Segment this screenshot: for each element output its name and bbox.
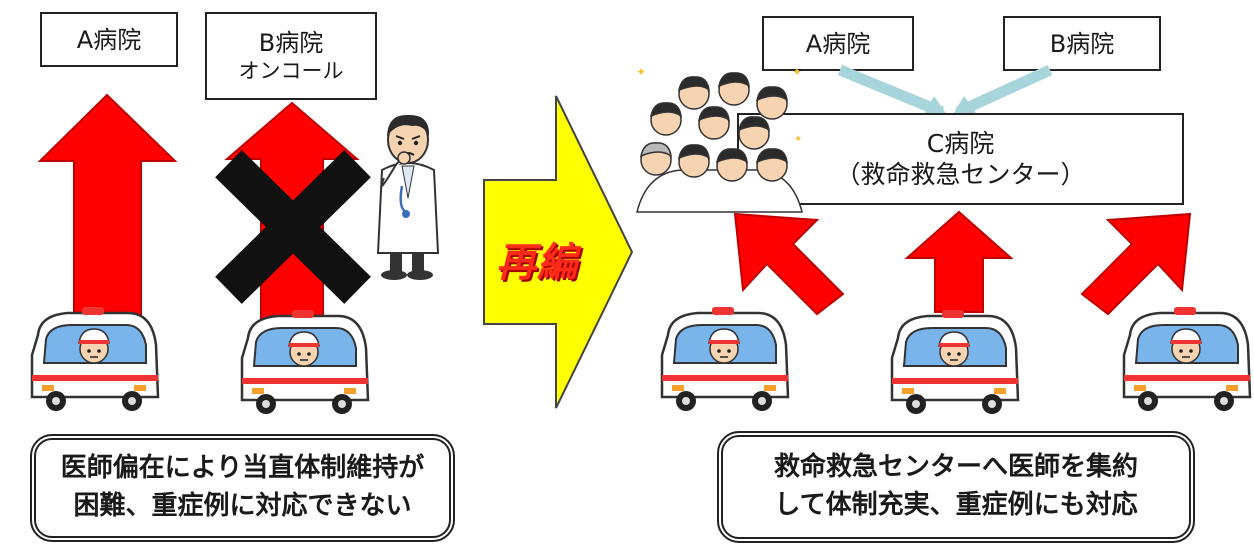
up-arrow-left-to-c	[733, 212, 845, 316]
hospital-a-box: A病院	[40, 12, 178, 67]
hospital-a-label: A病院	[76, 25, 142, 54]
before-note-line1: 医師偏在により当直体制維持が	[60, 453, 425, 484]
up-arrow-to-hospital-a	[37, 93, 178, 321]
ambulance-icon	[1122, 307, 1252, 411]
after-hospital-b-box: B病院	[1003, 16, 1161, 71]
reorganization-arrow	[483, 95, 634, 409]
after-hospital-a-box: A病院	[762, 16, 914, 71]
medical-staff-group-icon: ✦ ✦ ✦	[636, 65, 803, 213]
reorganization-label: 再編	[496, 240, 578, 286]
merge-arrows	[837, 64, 1053, 118]
ambulance-icon	[240, 310, 370, 414]
hospital-b-label: B病院	[258, 28, 324, 57]
hospital-c-sub-label: （救命救急センター）	[835, 160, 1086, 189]
ambulance-icon	[30, 307, 160, 411]
before-note-line2: 困難、重症例に対応できない	[73, 491, 412, 521]
up-arrow-center-to-c	[904, 210, 1014, 313]
after-hospital-b-label: B病院	[1049, 29, 1115, 58]
svg-text:✦: ✦	[794, 134, 802, 145]
hospital-b-box: B病院 オンコール	[205, 12, 377, 100]
before-problem-note: 医師偏在により当直体制維持が 困難、重症例に対応できない	[30, 434, 455, 542]
after-solution-note: 救命救急センターへ医師を集約 して体制充実、重症例にも対応	[717, 431, 1195, 543]
hospital-c-label: C病院	[926, 128, 995, 158]
cross-mark-icon	[215, 150, 371, 304]
svg-text:✦: ✦	[636, 65, 646, 79]
after-note-line2: して体制充実、重症例にも対応	[774, 490, 1138, 520]
up-arrow-right-to-c	[1080, 212, 1192, 316]
after-note-line1: 救命救急センターへ医師を集約	[773, 452, 1138, 483]
ambulance-icon	[890, 310, 1020, 414]
after-hospital-a-label: A病院	[805, 29, 871, 58]
ambulance-icon	[660, 307, 790, 411]
hospital-b-oncall-label: オンコール	[238, 58, 344, 83]
svg-text:✦: ✦	[792, 65, 802, 79]
worried-doctor-icon	[376, 114, 440, 280]
hospital-c-box: C病院 （救命救急センター）	[737, 113, 1184, 205]
